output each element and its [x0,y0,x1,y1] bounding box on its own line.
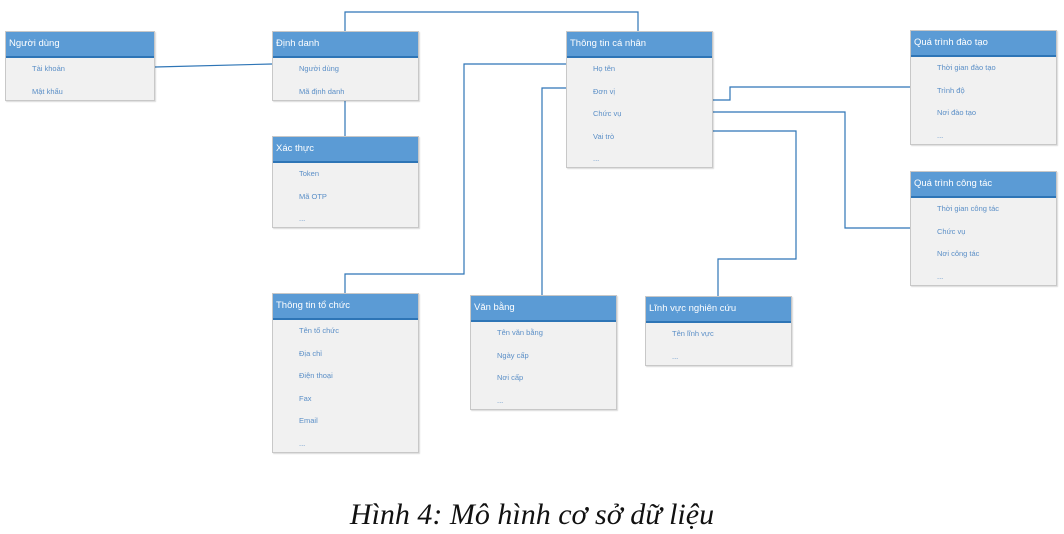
entity-field: Mật khẩu [32,86,63,96]
entity-field: Người dùng [299,64,339,73]
entity-linh-vuc-nghien-cuu[interactable]: Lĩnh vực nghiên cứu Tên lĩnh vực ... [645,296,792,366]
entity-title: Lĩnh vực nghiên cứu [646,297,791,323]
entity-field: Điện thoại [299,371,333,381]
entity-field: Token [299,169,320,178]
entity-field: Chức vụ [937,226,966,236]
entity-field: Ngày cấp [497,350,529,360]
entity-fields: Tài khoản Mật khẩu [6,58,154,103]
entity-fields: Tên lĩnh vực ... [646,323,791,368]
entity-fields: Thời gian đào tạo Trình độ Nơi đào tạo .… [911,57,1056,147]
entity-title: Người dùng [6,32,154,58]
entity-field: Nơi đào tạo [937,108,977,118]
entity-nguoi-dung[interactable]: Người dùng Tài khoản Mật khẩu [5,31,155,101]
entity-field: Nơi công tác [937,249,980,259]
entity-field: Mã OTP [299,191,327,201]
entity-field: ... [299,214,306,224]
entity-title: Thông tin tổ chức [273,294,418,320]
entity-field: Vai trò [593,131,615,141]
entity-dinh-danh[interactable]: Định danh Người dùng Mã định danh [272,31,419,101]
entity-field: Thời gian đào tạo [937,63,996,72]
entity-fields: Tên tổ chức Địa chỉ Điện thoại Fax Email… [273,320,418,456]
entity-field: Tài khoản [32,64,65,73]
entity-field: Tên văn bằng [497,328,543,337]
connector-ca-nhan-linh-vuc [712,130,797,296]
entity-title: Văn bằng [471,296,616,322]
entity-field: ... [672,351,679,361]
entity-field: Tên tổ chức [299,326,340,335]
entity-thong-tin-ca-nhan[interactable]: Thông tin cá nhân Họ tên Đơn vị Chức vụ … [566,31,713,168]
entity-thong-tin-to-chuc[interactable]: Thông tin tổ chức Tên tổ chức Địa chỉ Đi… [272,293,419,453]
entity-field: Trình độ [937,85,965,95]
connector-nguoi-dung-dinh-danh [154,63,273,68]
entity-field: Đơn vị [593,86,616,96]
entity-field: Họ tên [593,64,616,73]
entity-field: ... [497,395,504,405]
entity-fields: Họ tên Đơn vị Chức vụ Vai trò ... [567,58,712,171]
entity-qua-trinh-cong-tac[interactable]: Quá trình công tác Thời gian công tác Ch… [910,171,1057,286]
entity-field: Nơi cấp [497,373,524,383]
entity-field: Chức vụ [593,109,622,119]
entity-van-bang[interactable]: Văn bằng Tên văn bằng Ngày cấp Nơi cấp .… [470,295,617,410]
entity-xac-thuc[interactable]: Xác thực Token Mã OTP ... [272,136,419,228]
entity-field: ... [937,271,944,281]
entity-fields: Thời gian công tác Chức vụ Nơi công tác … [911,198,1056,288]
connector-ca-nhan-van-bang [541,87,566,295]
entity-fields: Token Mã OTP ... [273,163,418,231]
entity-field: Email [299,416,318,426]
entity-title: Xác thực [273,137,418,163]
connector-ca-nhan-to-chuc [344,63,566,293]
connector-ca-nhan-dao-tao [712,86,910,101]
entity-field: Fax [299,393,312,403]
entity-fields: Người dùng Mã định danh [273,58,418,103]
entity-field: Mã định danh [299,86,345,96]
entity-field: Địa chỉ [299,348,322,358]
connector-dinh-danh-thong-tin-ca-nhan [344,11,639,31]
entity-title: Quá trình đào tạo [911,31,1056,57]
entity-field: ... [593,154,600,164]
entity-field: ... [937,130,944,140]
connector-ca-nhan-cong-tac [712,111,910,229]
entity-qua-trinh-dao-tao[interactable]: Quá trình đào tạo Thời gian đào tạo Trìn… [910,30,1057,145]
entity-field: Thời gian công tác [937,204,1000,213]
entity-field: ... [299,438,306,448]
figure-caption: Hình 4: Mô hình cơ sở dữ liệu [349,498,715,531]
entity-title: Quá trình công tác [911,172,1056,198]
entity-fields: Tên văn bằng Ngày cấp Nơi cấp ... [471,322,616,412]
entity-title: Thông tin cá nhân [567,32,712,58]
entity-field: Tên lĩnh vực [672,329,714,338]
entity-title: Định danh [273,32,418,58]
